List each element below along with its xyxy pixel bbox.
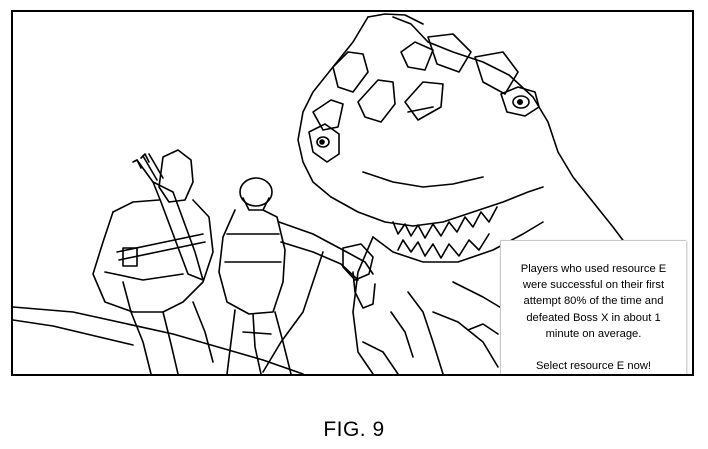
game-scene bbox=[13, 13, 634, 374]
hint-message: Players who used resource E were success… bbox=[520, 263, 667, 340]
ground-ledge bbox=[13, 306, 304, 374]
warrior-player-character bbox=[218, 177, 376, 374]
hint-popup[interactable]: Players who used resource E were success… bbox=[500, 240, 686, 374]
select-resource-e-prompt[interactable]: Select resource E now! bbox=[535, 360, 652, 373]
dinosaur-boss bbox=[262, 13, 634, 374]
figure-caption: FIG. 9 bbox=[323, 418, 385, 441]
archer-player-character bbox=[92, 149, 214, 374]
game-screen-frame: Players who used resource E were success… bbox=[11, 10, 694, 376]
